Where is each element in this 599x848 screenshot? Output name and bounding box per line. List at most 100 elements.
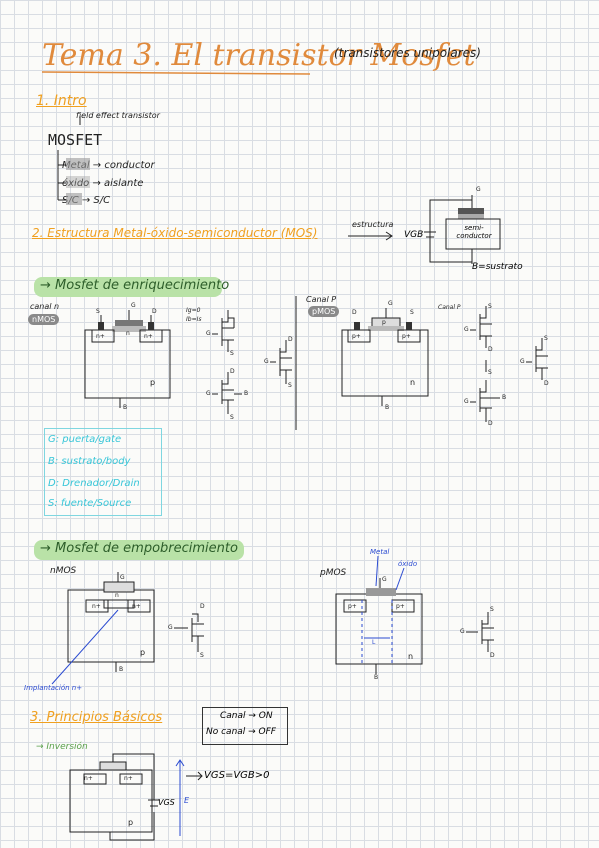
page-title: Tema 3. El transistor Mosfet	[42, 38, 476, 73]
empob-nmos-np-right: n+	[132, 603, 141, 610]
inv-np-right: n+	[124, 775, 133, 782]
mosfet-item-3: S/C → S/C	[62, 195, 111, 206]
psym1-s: S	[488, 303, 492, 310]
empob-psym-d: D	[490, 652, 495, 659]
empob-psym-s: S	[490, 606, 494, 613]
onoff-box	[202, 707, 288, 745]
psym2-d: D	[488, 420, 493, 427]
empob-pmos-b: B	[374, 674, 379, 681]
pmos-side-label: Canal P	[438, 304, 461, 311]
empob-nmos-p: p	[140, 648, 146, 657]
sym3-s: S	[230, 414, 234, 421]
nmos-s: S	[96, 308, 100, 315]
psym3-d: D	[544, 380, 549, 387]
empob-pmos-tag: pMOS	[320, 568, 347, 578]
empob-nmos-b: B	[119, 666, 124, 673]
psym2-g: G	[464, 398, 469, 405]
empob-nmos-tag: nMOS	[50, 566, 77, 576]
legend-item-2: B: sustrato/body	[48, 456, 131, 467]
empob-implant: Implantación n+	[24, 684, 83, 692]
legend-item-4: S: fuente/Source	[48, 498, 132, 509]
psym2-b: B	[502, 394, 507, 401]
nmos-tag: nMOS	[28, 314, 60, 325]
sym1-s: S	[230, 350, 234, 357]
empob-nmos-n: n	[115, 592, 119, 599]
nmos-np-right: n+	[144, 333, 153, 340]
pmos-pp-left: p+	[352, 333, 361, 340]
pmos-p-gate: p	[382, 319, 386, 326]
sym3-d: D	[230, 368, 235, 375]
pmos-tag: pMOS	[308, 306, 340, 317]
struct-b: B=sustrato	[472, 262, 523, 272]
empob-nmos-g: G	[120, 574, 125, 581]
struct-vgb: VGB	[404, 230, 424, 240]
inversion-sub: → Inversión	[36, 742, 88, 752]
psym1-d: D	[488, 346, 493, 353]
inv-p: p	[128, 818, 134, 827]
sym2-s: S	[288, 382, 292, 389]
section3-heading: 3. Principios Básicos	[30, 710, 163, 725]
cond-ib: Ib=Is	[186, 316, 202, 323]
pmos-s: S	[410, 309, 414, 316]
pmos-n: n	[410, 378, 416, 387]
empob-nsym-g: G	[168, 624, 173, 631]
psym1-g: G	[464, 326, 469, 333]
struct-block: semi-conductor	[456, 224, 492, 240]
pmos-g: G	[388, 300, 393, 307]
mosfet-item-1: Metal → conductor	[62, 160, 155, 171]
legend-item-3: D: Drenador/Drain	[48, 478, 140, 489]
struct-g: G	[476, 186, 481, 193]
empob-nmos-np-left: n+	[92, 603, 101, 610]
nmos-channel-label: canal n	[30, 302, 60, 311]
empob-metal-label: Metal	[370, 548, 390, 556]
inv-eq: VGS=VGB>0	[204, 770, 270, 781]
nmos-np-left: n+	[96, 333, 105, 340]
fet-note: field effect transistor	[76, 111, 160, 120]
pmos-b: B	[385, 404, 390, 411]
empob-pmos-g: G	[382, 576, 387, 583]
mosfet-item-2: óxido → aislante	[62, 178, 144, 189]
empob-banner-bg	[34, 540, 244, 560]
empob-nsym-d: D	[200, 603, 205, 610]
sym2-d: D	[288, 336, 293, 343]
onoff-line-1: Canal → ON	[220, 711, 273, 721]
empob-pmos-n: n	[408, 652, 414, 661]
legend-item-1: G: puerta/gate	[48, 434, 122, 445]
nmos-p: p	[150, 378, 156, 387]
enriq-banner-bg	[34, 277, 222, 297]
inv-np-left: n+	[84, 775, 93, 782]
psym2-s: S	[488, 369, 492, 376]
sym2-g: G	[264, 358, 269, 365]
inv-e: E	[184, 796, 190, 805]
psym3-g: G	[520, 358, 525, 365]
mosfet-label: MOSFET	[48, 131, 103, 149]
legend-box	[44, 428, 162, 516]
sym1-g: G	[206, 330, 211, 337]
section1-heading: 1. Intro	[36, 93, 87, 109]
onoff-line-2: No canal → OFF	[206, 727, 276, 737]
inv-vgs: VGS	[158, 798, 175, 807]
pmos-d: D	[352, 309, 357, 316]
arrow-label: estructura	[352, 220, 394, 229]
pmos-channel-label: Canal P	[306, 295, 337, 304]
cond-ig: Ig=0	[186, 307, 201, 314]
pmos-pp-right: p+	[402, 333, 411, 340]
psym3-s: S	[544, 335, 548, 342]
nmos-n: n	[126, 330, 130, 337]
empob-pmos-pp-left: p+	[348, 603, 357, 610]
nmos-d: D	[152, 308, 157, 315]
empob-psym-g: G	[460, 628, 465, 635]
enriq-banner: → Mosfet de enriquecimiento	[40, 278, 230, 293]
empob-pmos-l: L	[372, 639, 376, 646]
